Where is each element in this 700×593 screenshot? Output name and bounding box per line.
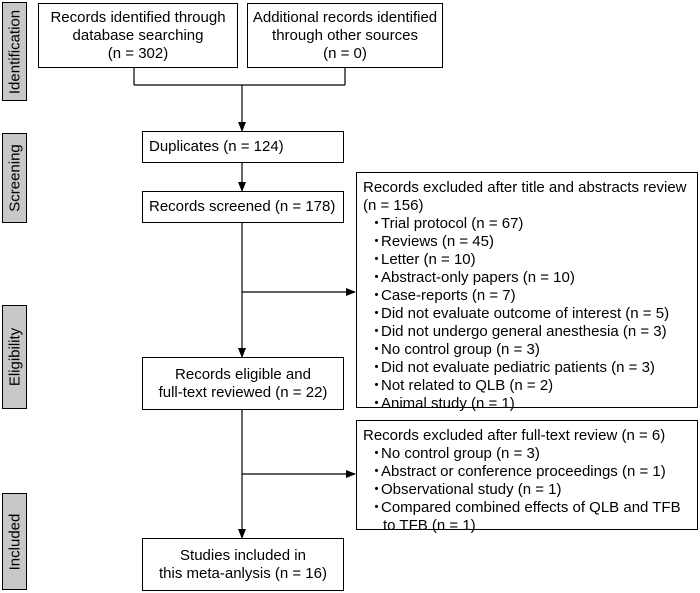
list-item: ・Did not evaluate pediatric patients (n … <box>363 359 691 377</box>
identified-records-box: Records identified through database sear… <box>38 3 238 68</box>
phase-eligibility-label: Eligibility <box>6 327 23 387</box>
bullet-icon: ・ <box>369 395 385 412</box>
excluded-fulltext-list: ・No control group (n = 3) ・Abstract or c… <box>363 445 691 535</box>
list-item-text: Observational study (n = 1) <box>381 481 562 498</box>
list-item: ・Animal study (n = 1) <box>363 395 691 413</box>
list-item: ・Not related to QLB (n = 2) <box>363 377 691 395</box>
phase-included-label: Included <box>6 513 23 570</box>
list-item-text: Did not evaluate pediatric patients (n =… <box>381 359 655 376</box>
bullet-icon: ・ <box>369 305 385 322</box>
list-item-text: Trial protocol (n = 67) <box>381 215 524 232</box>
list-item-text: Letter (n = 10) <box>381 251 476 268</box>
list-item: ・Observational study (n = 1) <box>363 481 691 499</box>
bullet-icon: ・ <box>369 463 385 480</box>
list-item: ・Abstract or conference proceedings (n =… <box>363 463 691 481</box>
list-item: ・Compared combined effects of QLB and TF… <box>363 499 691 535</box>
list-item-text: Compared combined effects of QLB and TFB <box>381 499 681 516</box>
bullet-icon: ・ <box>369 359 385 376</box>
list-item-continuation: to TFB (n = 1) <box>383 517 476 534</box>
bullet-icon: ・ <box>369 215 385 232</box>
list-item-text: No control group (n = 3) <box>381 445 540 462</box>
list-item: ・Abstract-only papers (n = 10) <box>363 269 691 287</box>
bullet-icon: ・ <box>369 269 385 286</box>
screened-text: Records screened (n = 178) <box>149 198 336 215</box>
bullet-icon: ・ <box>369 323 385 340</box>
list-item-text: Case-reports (n = 7) <box>381 287 516 304</box>
list-item-text: Animal study (n = 1) <box>381 395 515 412</box>
duplicates-text: Duplicates (n = 124) <box>149 138 284 155</box>
records-eligible-box: Records eligible and full-text reviewed … <box>142 357 344 410</box>
additional-line1: Additional records identified <box>252 8 438 26</box>
included-line2: this meta-anlysis (n = 16) <box>159 564 327 582</box>
duplicates-box: Duplicates (n = 124) <box>142 131 344 163</box>
phase-eligibility: Eligibility <box>2 305 27 409</box>
phase-identification-label: Identification <box>6 9 23 94</box>
bullet-icon: ・ <box>369 445 385 462</box>
list-item: ・Case-reports (n = 7) <box>363 287 691 305</box>
records-screened-box: Records screened (n = 178) <box>142 191 344 223</box>
additional-line3: (n = 0) <box>323 44 367 62</box>
studies-included-box: Studies included in this meta-anlysis (n… <box>142 538 344 591</box>
list-item-text: Not related to QLB (n = 2) <box>381 377 554 394</box>
eligible-line1: Records eligible and <box>175 365 311 383</box>
list-item: ・Did not undergo general anesthesia (n =… <box>363 323 691 341</box>
bullet-icon: ・ <box>369 287 385 304</box>
bullet-icon: ・ <box>369 251 385 268</box>
bullet-icon: ・ <box>369 377 385 394</box>
bullet-icon: ・ <box>369 233 385 250</box>
bullet-icon: ・ <box>369 499 385 516</box>
excluded-title-head2: (n = 156) <box>363 197 424 214</box>
excluded-title-abstract-box: Records excluded after title and abstrac… <box>356 172 698 412</box>
phase-identification: Identification <box>2 2 27 101</box>
identified-line3: (n = 302) <box>107 44 169 62</box>
list-item: ・No control group (n = 3) <box>363 341 691 359</box>
excluded-fulltext-head: Records excluded after full-text review … <box>363 427 666 444</box>
identified-line1: Records identified through <box>50 8 226 26</box>
excluded-fulltext-box: Records excluded after full-text review … <box>356 420 698 534</box>
list-item: ・Trial protocol (n = 67) <box>363 215 691 233</box>
eligible-line2: full-text reviewed (n = 22) <box>158 383 328 401</box>
bullet-icon: ・ <box>369 341 385 358</box>
additional-line2: through other sources <box>272 26 418 44</box>
list-item: ・Reviews (n = 45) <box>363 233 691 251</box>
phase-screening: Screening <box>2 133 27 223</box>
list-item-text: Did not undergo general anesthesia (n = … <box>381 323 667 340</box>
list-item-text: Abstract or conference proceedings (n = … <box>381 463 666 480</box>
additional-records-box: Additional records identified through ot… <box>247 3 443 68</box>
included-line1: Studies included in <box>180 546 306 564</box>
list-item-text: No control group (n = 3) <box>381 341 540 358</box>
list-item-text: Did not evaluate outcome of interest (n … <box>381 305 670 322</box>
list-item: ・Did not evaluate outcome of interest (n… <box>363 305 691 323</box>
excluded-title-list: ・Trial protocol (n = 67) ・Reviews (n = 4… <box>363 215 691 413</box>
bullet-icon: ・ <box>369 481 385 498</box>
list-item: ・Letter (n = 10) <box>363 251 691 269</box>
phase-screening-label: Screening <box>6 144 23 212</box>
list-item-text: Abstract-only papers (n = 10) <box>381 269 575 286</box>
identified-line2: database searching <box>72 26 204 44</box>
phase-included: Included <box>2 493 27 590</box>
list-item: ・No control group (n = 3) <box>363 445 691 463</box>
excluded-title-head1: Records excluded after title and abstrac… <box>363 179 687 196</box>
list-item-text: Reviews (n = 45) <box>381 233 494 250</box>
